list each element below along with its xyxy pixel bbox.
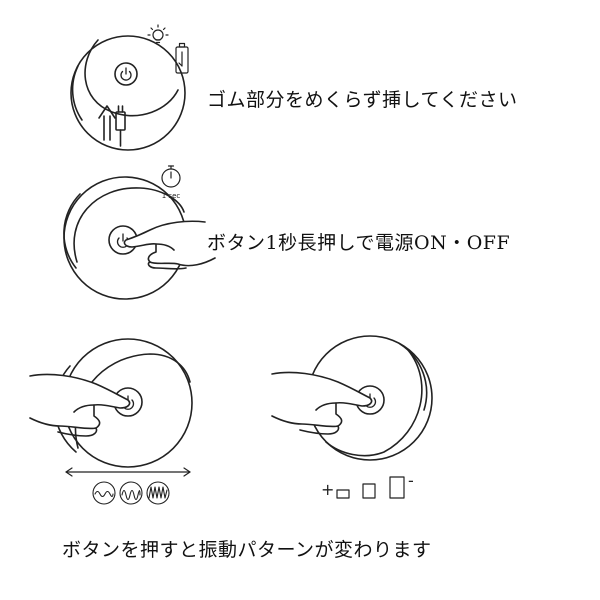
step2-device-illustration: 1 sec	[63, 165, 216, 300]
timer-label: 1 sec	[162, 192, 181, 200]
timer-icon	[161, 165, 181, 188]
step1-device-illustration	[70, 24, 189, 151]
device-rubber-edge	[63, 193, 81, 269]
device-rubber-edge	[399, 343, 428, 411]
device-rubber-edge	[71, 65, 83, 121]
wave-pattern-icon	[92, 481, 116, 505]
insert-arrow-icon	[98, 105, 116, 141]
step3-caption: ボタンを押すと振動パターンが変わります	[62, 539, 432, 561]
intensity-bar-icon	[336, 489, 350, 499]
intensity-bar-icon	[389, 476, 405, 499]
device-button	[114, 62, 138, 86]
hand-illustration	[271, 371, 373, 435]
intensity-plus-sign: +	[321, 480, 334, 499]
range-arrow-icon	[65, 467, 191, 477]
device-rubber-cover	[84, 39, 179, 117]
lightbulb-icon	[147, 24, 169, 44]
device-rubber-cover	[325, 349, 423, 457]
step3-pattern-device	[29, 338, 193, 505]
step2-caption: ボタン1秒長押しで電源ON・OFF	[207, 232, 511, 254]
step1-caption: ゴム部分をめくらず挿してください	[207, 89, 518, 111]
device-outer-ring	[70, 35, 186, 151]
usb-plug-icon	[115, 105, 126, 147]
intensity-minus-sign: -	[408, 471, 414, 490]
battery-icon	[175, 42, 189, 74]
intensity-bar-icon	[362, 483, 376, 499]
device-rubber-cover	[73, 187, 185, 263]
step3-intensity-device: + -	[271, 335, 433, 499]
hand-illustration	[29, 373, 131, 437]
power-icon	[120, 67, 132, 81]
hand-illustration	[123, 220, 216, 270]
wave-pattern-icon	[146, 481, 170, 505]
wave-pattern-icon	[119, 481, 143, 505]
